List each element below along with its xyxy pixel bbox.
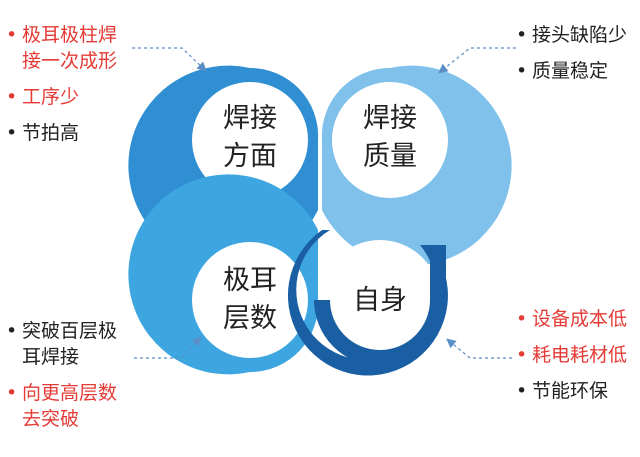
- bullet-dot: •: [6, 86, 18, 108]
- bullet-dot: •: [6, 24, 18, 46]
- bullet-dot: •: [6, 382, 18, 404]
- bullet-dot: •: [516, 380, 528, 402]
- quadrant-bottom-right-shape: [287, 230, 448, 376]
- bullet-item: •接头缺陷少: [516, 22, 640, 48]
- bullet-text: 质量稳定: [532, 60, 609, 82]
- bullet-dot: •: [516, 344, 528, 366]
- bullet-dot: •: [6, 320, 18, 342]
- bullet-dot: •: [516, 308, 528, 330]
- bullet-text: 设备成本低: [532, 308, 628, 330]
- quadrant-bottom-left-label: 极耳 层数: [223, 265, 277, 334]
- connector-bottom-right: [446, 338, 512, 359]
- bullet-dot: •: [516, 24, 528, 46]
- quadrant-bottom-right-label: 自身: [353, 285, 407, 316]
- bullet-text: 向更高层数 去突破: [22, 382, 118, 430]
- bullet-item: •极耳极柱焊 接一次成形: [6, 22, 136, 74]
- quadrant-top-left-label: 焊接 方面: [223, 103, 277, 172]
- list-bottom-right: •设备成本低•耗电耗材低•节能环保: [516, 306, 640, 414]
- bullet-dot: •: [516, 60, 528, 82]
- bullet-dot: •: [6, 122, 18, 144]
- bullet-item: •节拍高: [6, 120, 136, 146]
- list-bottom-left: •突破百层极 耳焊接•向更高层数 去突破: [6, 318, 136, 442]
- connector-top-right: [438, 47, 516, 74]
- bullet-item: •向更高层数 去突破: [6, 380, 136, 432]
- bullet-item: •工序少: [6, 84, 136, 110]
- connector-top-left: [132, 47, 207, 72]
- bullet-item: •耗电耗材低: [516, 342, 640, 368]
- bullet-item: •节能环保: [516, 378, 640, 404]
- bullet-text: 极耳极柱焊 接一次成形: [22, 24, 118, 72]
- quadrant-bottom-left-shape: [128, 174, 319, 375]
- connector-bottom-left: [134, 336, 202, 359]
- bullet-item: •质量稳定: [516, 58, 640, 84]
- bullet-text: 工序少: [22, 86, 80, 108]
- bullet-text: 节拍高: [22, 122, 80, 144]
- bullet-item: •突破百层极 耳焊接: [6, 318, 136, 370]
- bullet-text: 突破百层极 耳焊接: [22, 320, 118, 368]
- list-top-left: •极耳极柱焊 接一次成形•工序少•节拍高: [6, 22, 136, 156]
- quadrant-top-right-shape: [321, 65, 512, 266]
- bullet-text: 节能环保: [532, 380, 609, 402]
- list-top-right: •接头缺陷少•质量稳定: [516, 22, 640, 94]
- bullet-text: 接头缺陷少: [532, 24, 628, 46]
- bullet-text: 耗电耗材低: [532, 344, 628, 366]
- bullet-item: •设备成本低: [516, 306, 640, 332]
- quadrant-top-right-label: 焊接 质量: [363, 103, 417, 172]
- connectors: [132, 47, 516, 359]
